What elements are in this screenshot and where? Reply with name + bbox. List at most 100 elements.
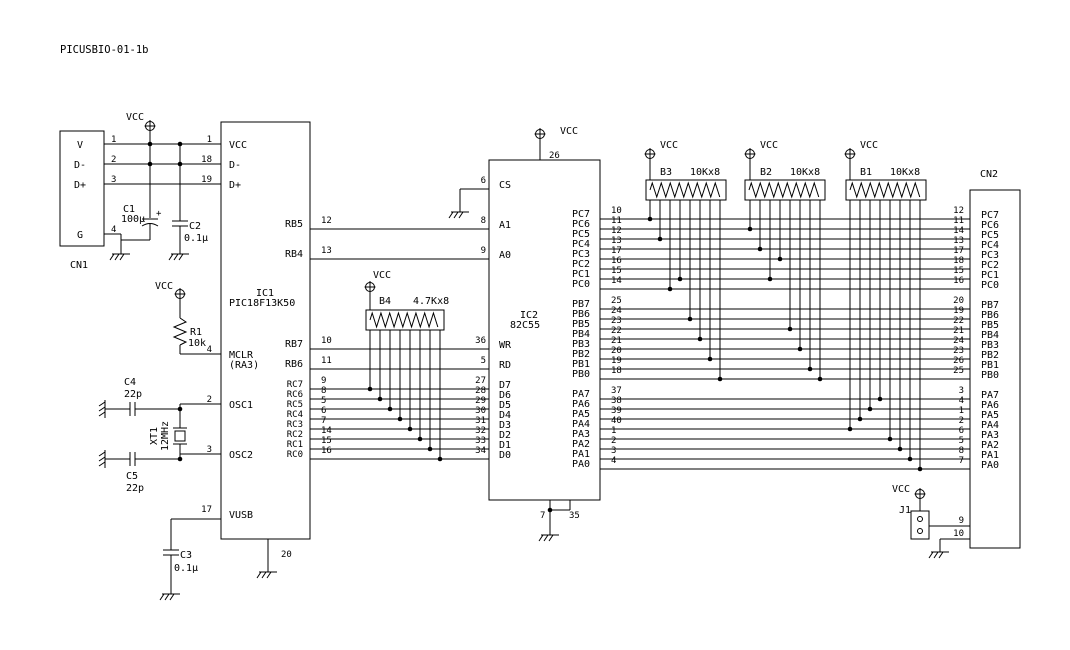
junction-dot <box>367 386 373 392</box>
cn2-pin-name: PC3 <box>981 250 999 261</box>
ic1-pin-name: VCC <box>229 140 247 151</box>
b2-value: 10Kx8 <box>790 167 820 178</box>
junction-dot <box>177 141 183 147</box>
ground-symbol-hatch <box>98 451 106 457</box>
ic2-pin-name: PA1 <box>572 449 590 460</box>
junction-dot <box>407 426 413 432</box>
ic1-pin-name: D+ <box>229 180 241 191</box>
ground-symbol-hatch <box>261 571 267 579</box>
c1-value: 100μ <box>121 214 145 225</box>
ic1-pin-number: 11 <box>321 356 332 366</box>
ic1-body <box>220 121 311 540</box>
c2-ref: C2 <box>189 221 201 232</box>
ic1-pin-name: RC3 <box>287 420 303 430</box>
c3-value: 0.1μ <box>174 563 198 574</box>
cn2-pin-name: PB5 <box>981 320 999 331</box>
ic1-pin-name: RC0 <box>287 450 303 460</box>
resistor-r1 <box>172 317 188 346</box>
ic1-pin-name: RB7 <box>285 339 303 350</box>
crystal-xt1 <box>174 430 186 442</box>
cn2-pin-number: 20 <box>953 296 964 306</box>
ic2-pin-number: 19 <box>611 356 622 366</box>
ic1-ref: IC1 <box>256 288 274 299</box>
ic2-pin-name: PC6 <box>572 219 590 230</box>
ic2-pin-number: 31 <box>475 416 486 426</box>
ic2-pin-number: 27 <box>475 376 486 386</box>
cn2-pin-name: PA2 <box>981 440 999 451</box>
junction-dot <box>797 346 803 352</box>
junction-dot <box>147 161 153 167</box>
ground-symbol-hatch <box>256 571 262 579</box>
ic2-pin-number: 7 <box>540 511 545 521</box>
cn2-pin-name: PA5 <box>981 410 999 421</box>
ic1-pin-number: 3 <box>207 445 212 455</box>
resistor-array-b3-zigzag <box>649 181 721 199</box>
resistor-array-b4-zigzag <box>369 311 439 329</box>
junction-dot <box>817 376 823 382</box>
ic2-pin-name: PB2 <box>572 349 590 360</box>
cn2-pin-number: 8 <box>959 446 964 456</box>
ic1-pin-name: RB5 <box>285 219 303 230</box>
resistor-array-b1 <box>845 179 927 201</box>
ic1-pin-name: OSC2 <box>229 450 253 461</box>
junction-dot <box>377 396 383 402</box>
jumper-j1-pin <box>917 528 923 534</box>
ic1-pin-number: 16 <box>321 446 332 456</box>
c1-polarity: + <box>156 209 162 219</box>
ic1-pin-number: 13 <box>321 246 332 256</box>
ic2-pin-number: 23 <box>611 316 622 326</box>
ic1-pin-name: RC1 <box>287 440 303 450</box>
j1-ref: J1 <box>899 505 911 516</box>
ic2-pin-number: 18 <box>611 366 622 376</box>
ic2-pin-name: PA4 <box>572 419 590 430</box>
ic2-pin-name: PA0 <box>572 459 590 470</box>
b1-ref: B1 <box>860 167 872 178</box>
junction-dot <box>177 406 183 412</box>
junction-dot <box>717 376 723 382</box>
ground-symbol-hatch <box>543 534 549 542</box>
b2-ref: B2 <box>760 167 772 178</box>
ic2-pin-name: PB6 <box>572 309 590 320</box>
ground-symbol-hatch <box>169 593 175 601</box>
ic1-pin-name: D- <box>229 160 241 171</box>
cn2-pin-name: PB0 <box>981 370 999 381</box>
c4-value: 22p <box>124 389 142 400</box>
resistor-array-b2-zigzag <box>748 181 820 199</box>
ic2-body <box>488 159 601 501</box>
cn2-pin-name: PC0 <box>981 280 999 291</box>
ic1-pin-number: 17 <box>201 505 212 515</box>
ic2-pin-number: 25 <box>611 296 622 306</box>
ic2-pin-name: WR <box>499 340 512 351</box>
cn2-pin-name: PA6 <box>981 400 999 411</box>
ic1-pin-number: 4 <box>207 345 212 355</box>
vcc-label: VCC <box>760 140 778 151</box>
ic2-pin-number: 32 <box>475 426 486 436</box>
ic2-pin-name: D1 <box>499 440 511 451</box>
ground-symbol-hatch <box>114 253 120 261</box>
cn2-pin-name: PC7 <box>981 210 999 221</box>
cn2-pin-number: 9 <box>959 516 964 526</box>
ic1-pin-number: 18 <box>201 155 212 165</box>
cn2-pin-name: PC4 <box>981 240 999 251</box>
ic2-pin-number: 34 <box>475 446 486 456</box>
ic2-pin-name: A0 <box>499 250 511 261</box>
ic2-pin-name: D3 <box>499 420 511 431</box>
ic2-pin-name: PA2 <box>572 439 590 450</box>
cn2-pin-name: PA0 <box>981 460 999 471</box>
cn2-pin-number: 10 <box>953 529 964 539</box>
ic1-pin-number: 20 <box>281 550 292 560</box>
ic2-pin-name: PA5 <box>572 409 590 420</box>
ic2-pin-number: 29 <box>475 396 486 406</box>
ground-symbol-hatch <box>109 253 115 261</box>
vcc-label: VCC <box>373 270 391 281</box>
ic2-pin-name: CS <box>499 180 511 191</box>
ic2-pin-number: 9 <box>481 246 486 256</box>
ic2-ref: IC2 <box>520 310 538 321</box>
ic1-pin-number: 7 <box>321 416 326 426</box>
ground-symbol-hatch <box>453 211 459 219</box>
cn2-pin-number: 7 <box>959 456 964 466</box>
ic2-pin-name: RD <box>499 360 511 371</box>
junction-dot <box>397 416 403 422</box>
cn2-pin-name: PB3 <box>981 340 999 351</box>
